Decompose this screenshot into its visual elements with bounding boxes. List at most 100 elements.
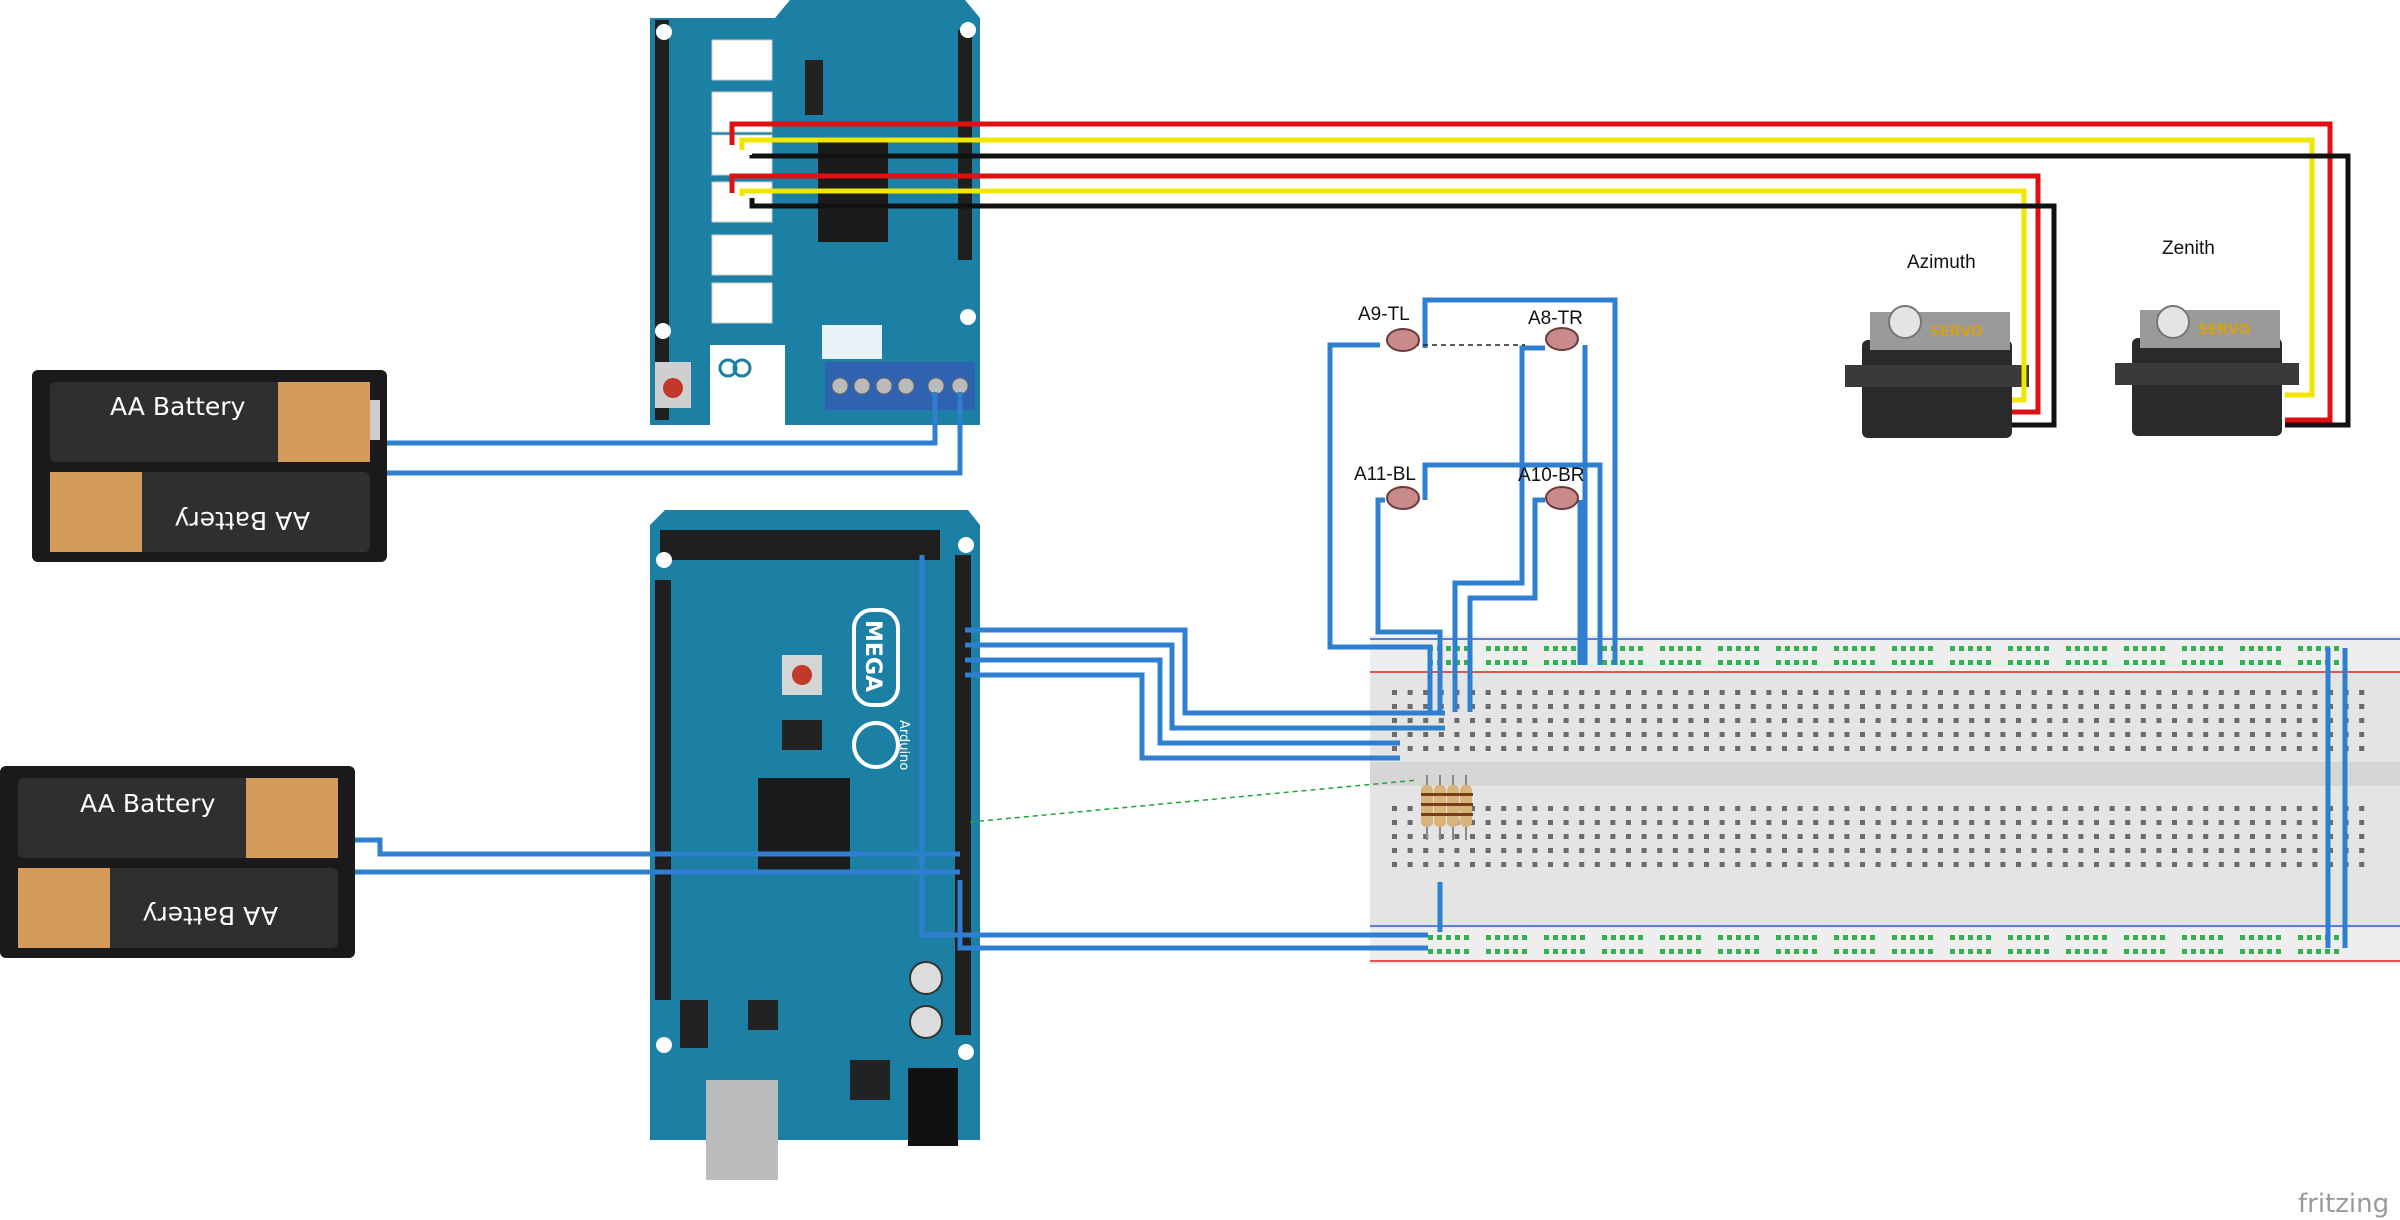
- battery-pack-top: AA Battery AA Battery: [32, 370, 387, 562]
- breadboard-hole: [1891, 806, 1897, 811]
- breadboard-hole: [2296, 690, 2302, 695]
- breadboard-hole: [2265, 806, 2271, 811]
- breadboard-hole: [1470, 834, 1475, 839]
- breadboard-hole: [2140, 746, 2146, 751]
- breadboard-hole: [1922, 732, 1928, 737]
- breadboard-rail-hole: [1687, 660, 1692, 665]
- breadboard-hole: [1501, 690, 1507, 695]
- breadboard-rail-hole: [2026, 660, 2031, 665]
- breadboard-hole: [2000, 806, 2006, 811]
- breadboard-rail-hole: [2298, 949, 2303, 954]
- breadboard-hole: [1657, 834, 1663, 839]
- breadboard-hole: [1938, 834, 1943, 839]
- breadboard-hole: [2000, 746, 2006, 751]
- breadboard-rail-hole: [1959, 949, 1964, 954]
- breadboard-rail-hole: [1754, 660, 1759, 665]
- breadboard-hole: [1392, 806, 1397, 811]
- breadboard-hole: [1750, 834, 1756, 839]
- breadboard-rail-hole: [1660, 660, 1665, 665]
- breadboard-hole: [1532, 834, 1538, 839]
- breadboard-rail-hole: [1486, 935, 1491, 940]
- breadboard-hole: [2359, 862, 2365, 867]
- breadboard-hole: [1688, 704, 1694, 709]
- breadboard-hole: [2031, 806, 2037, 811]
- breadboard-rail-hole: [1959, 660, 1964, 665]
- breadboard-hole: [1470, 848, 1475, 853]
- breadboard-hole: [2062, 704, 2068, 709]
- breadboard-hole: [1641, 746, 1647, 751]
- breadboard-hole: [1750, 732, 1756, 737]
- breadboard-hole: [2172, 718, 2177, 723]
- breadboard-rail-hole: [2008, 935, 2013, 940]
- breadboard-hole: [1906, 732, 1912, 737]
- breadboard-hole: [1532, 704, 1538, 709]
- breadboard-hole: [1392, 718, 1397, 723]
- breadboard-hole: [1532, 806, 1538, 811]
- breadboard-rail-hole: [2182, 660, 2187, 665]
- breadboard-hole: [2359, 690, 2365, 695]
- breadboard-rail-hole: [1553, 646, 1558, 651]
- breadboard-hole: [1766, 746, 1772, 751]
- breadboard-hole: [2156, 862, 2162, 867]
- breadboard-hole: [2140, 690, 2146, 695]
- breadboard-rail-hole: [1660, 949, 1665, 954]
- breadboard-rail-hole: [1602, 660, 1607, 665]
- breadboard-hole: [2109, 806, 2115, 811]
- breadboard-rail-hole: [2218, 949, 2223, 954]
- breadboard-hole: [2312, 690, 2318, 695]
- breadboard-rail-hole: [1522, 949, 1527, 954]
- breadboard-rail-hole: [2124, 935, 2129, 940]
- breadboard-rail-hole: [1620, 660, 1625, 665]
- breadboard-rail-hole: [1843, 935, 1848, 940]
- breadboard-hole: [2187, 732, 2193, 737]
- breadboard-hole: [2234, 862, 2240, 867]
- breadboard-rail-hole: [2218, 660, 2223, 665]
- breadboard-hole: [1844, 806, 1850, 811]
- breadboard-hole: [1485, 704, 1491, 709]
- breadboard-hole: [1454, 862, 1460, 867]
- breadboard-hole: [1485, 746, 1491, 751]
- breadboard-hole: [2203, 820, 2209, 825]
- breadboard-rail-hole: [2133, 646, 2138, 651]
- breadboard-hole: [1501, 834, 1507, 839]
- breadboard-rail-hole: [2276, 949, 2281, 954]
- breadboard-hole: [2016, 862, 2021, 867]
- breadboard-hole: [2281, 806, 2287, 811]
- breadboard-hole: [1782, 732, 1787, 737]
- breadboard-hole: [1392, 862, 1397, 867]
- breadboard-rail-hole: [1629, 646, 1634, 651]
- breadboard-hole: [1470, 820, 1475, 825]
- breadboard-rail-hole: [1696, 646, 1701, 651]
- breadboard-rail-hole: [1629, 660, 1634, 665]
- breadboard-hole: [2156, 704, 2162, 709]
- breadboard-rail-hole: [2044, 949, 2049, 954]
- breadboard-rail-hole: [1562, 646, 1567, 651]
- breadboard-hole: [1938, 820, 1943, 825]
- breadboard-hole: [2265, 746, 2271, 751]
- breadboard-hole: [1672, 834, 1678, 839]
- breadboard-rail-hole: [1638, 935, 1643, 940]
- breadboard-rail-hole: [2249, 660, 2254, 665]
- breadboard-hole: [2203, 690, 2209, 695]
- breadboard-rail-hole: [2102, 660, 2107, 665]
- breadboard-hole: [2078, 690, 2084, 695]
- breadboard-hole: [2156, 820, 2162, 825]
- breadboard-hole: [1641, 718, 1647, 723]
- breadboard-hole: [1485, 806, 1491, 811]
- breadboard-rail-hole: [1852, 660, 1857, 665]
- breadboard-rail-hole: [1495, 660, 1500, 665]
- breadboard-hole: [1750, 848, 1756, 853]
- breadboard-rail-hole: [1928, 646, 1933, 651]
- breadboard-rail-hole: [1928, 660, 1933, 665]
- breadboard-rail-hole: [2191, 935, 2196, 940]
- breadboard-rail-hole: [2316, 949, 2321, 954]
- breadboard-hole: [1844, 834, 1850, 839]
- breadboard-hole: [2094, 732, 2099, 737]
- breadboard-hole: [2172, 732, 2177, 737]
- breadboard-rail-hole: [2075, 949, 2080, 954]
- breadboard-hole: [2218, 848, 2224, 853]
- breadboard-rail-hole: [1571, 935, 1576, 940]
- breadboard-rail-hole: [2200, 646, 2205, 651]
- breadboard-hole: [1719, 806, 1725, 811]
- breadboard-hole: [1735, 862, 1741, 867]
